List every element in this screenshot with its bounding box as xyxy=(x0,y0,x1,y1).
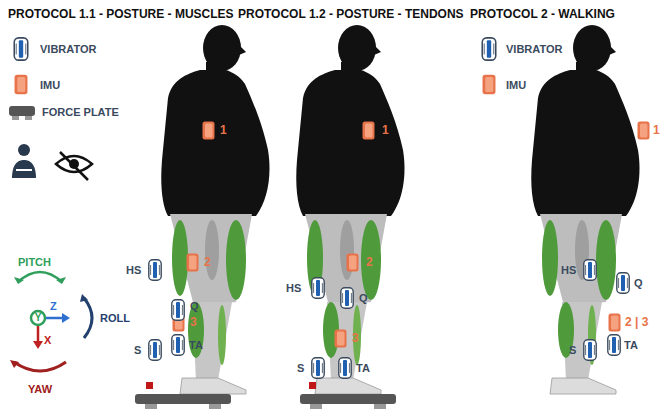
vibrator-label: S xyxy=(569,345,576,356)
vibrator-label: Q xyxy=(190,301,199,312)
axis-label: YAW xyxy=(28,384,52,395)
panel-title: PROTOCOL 1.2 - POSTURE - TENDONS xyxy=(238,8,464,20)
vibrator-label: HS xyxy=(126,265,141,276)
callout-number: 2 xyxy=(366,256,373,268)
legend-text: VIBRATOR xyxy=(506,44,562,55)
callout-number: 1 xyxy=(382,124,389,136)
vibrator-label: HS xyxy=(561,265,576,276)
axis-label: PITCH xyxy=(18,257,51,268)
vibrator-label: HS xyxy=(286,283,301,294)
vibrator-label: TA xyxy=(356,363,370,374)
vibrator-label: S xyxy=(134,345,141,356)
axis-label: Z xyxy=(50,301,57,312)
axis-label: Y xyxy=(35,313,42,323)
legend-text: FORCE PLATE xyxy=(42,107,119,118)
callout-number: 1 xyxy=(653,124,660,136)
legend-text: IMU xyxy=(40,80,60,91)
vibrator-label: S xyxy=(297,363,304,374)
axis-label: ROLL xyxy=(100,313,130,324)
callout-number: 1 xyxy=(220,124,227,136)
axis-label: X xyxy=(44,335,51,346)
vibrator-label: Q xyxy=(634,278,643,289)
callout-number: 3 xyxy=(352,332,359,344)
callout-number: 2 | 3 xyxy=(625,316,648,328)
vibrator-label: Q xyxy=(359,293,368,304)
vibrator-label: TA xyxy=(189,340,203,351)
callout-number: 3 xyxy=(190,316,197,328)
panel-title: PROTOCOL 2 - WALKING xyxy=(470,8,615,20)
panel-title: PROTOCOL 1.1 - POSTURE - MUSCLES xyxy=(8,8,234,20)
legend-text: IMU xyxy=(506,80,526,91)
vibrator-label: TA xyxy=(624,340,638,351)
callout-number: 2 xyxy=(204,256,211,268)
legend-text: VIBRATOR xyxy=(40,44,96,55)
